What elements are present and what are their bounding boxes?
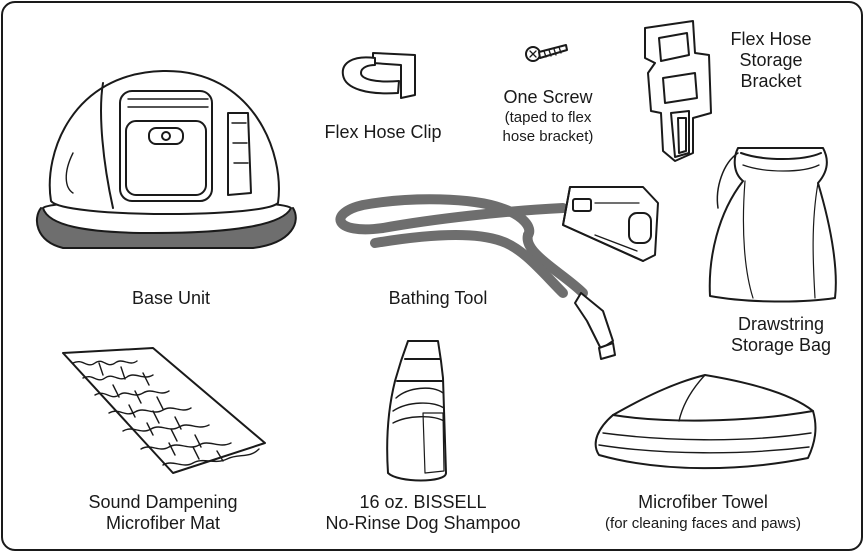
label-line: (taped to flex: [504, 109, 592, 126]
label-towel: Microfiber Towel (for cleaning faces and…: [583, 492, 823, 534]
towel-illustration: [594, 374, 817, 470]
storage-bracket-illustration: [644, 20, 712, 162]
label-line: Bathing Tool: [388, 288, 488, 308]
label-line: hose bracket): [502, 128, 594, 145]
label-drawstring-bag: Drawstring Storage Bag: [711, 314, 851, 356]
label-shampoo: 16 oz. BISSELL No-Rinse Dog Shampoo: [303, 492, 543, 534]
label-storage-bracket: Flex Hose Storage Bracket: [711, 29, 831, 92]
label-line: Sound Dampening: [88, 492, 238, 512]
label-line: Microfiber Mat: [105, 513, 221, 533]
label-line: Base Unit: [131, 288, 211, 308]
label-line: Storage Bag: [730, 335, 832, 355]
label-line: (for cleaning faces and paws): [605, 515, 801, 532]
flex-hose-clip-illustration: [341, 52, 416, 99]
label-one-screw: One Screw: [473, 87, 623, 108]
bathing-tool-illustration: [335, 186, 659, 360]
label-mat: Sound Dampening Microfiber Mat: [63, 492, 263, 534]
label-line: Drawstring: [737, 314, 825, 334]
illustrations: [35, 20, 837, 482]
label-line: One Screw: [503, 87, 593, 107]
label-flex-hose-clip: Flex Hose Clip: [303, 122, 463, 143]
label-bathing-tool: Bathing Tool: [358, 288, 518, 309]
label-base-unit: Base Unit: [101, 288, 241, 309]
shampoo-bottle-illustration: [386, 340, 447, 482]
label-line: Flex Hose: [730, 29, 812, 49]
label-line: Bracket: [740, 71, 802, 91]
screw-illustration: [525, 44, 568, 62]
label-line: 16 oz. BISSELL: [359, 492, 487, 512]
base-unit-illustration: [35, 69, 297, 249]
label-line: No-Rinse Dog Shampoo: [325, 513, 521, 533]
label-line: Microfiber Towel: [638, 492, 768, 512]
drawstring-bag-illustration: [708, 147, 837, 303]
mat-illustration: [62, 347, 266, 474]
label-line: Storage: [739, 50, 803, 70]
label-one-screw-note: (taped to flex hose bracket): [473, 108, 623, 146]
label-line: Flex Hose Clip: [324, 122, 442, 142]
